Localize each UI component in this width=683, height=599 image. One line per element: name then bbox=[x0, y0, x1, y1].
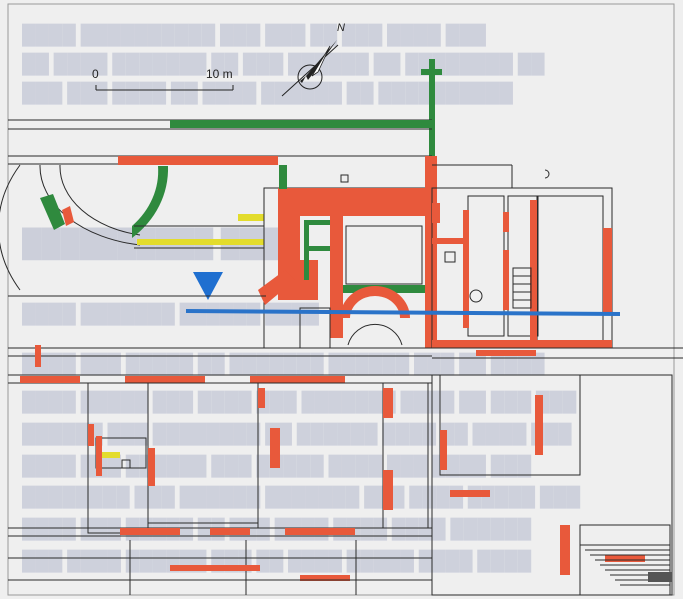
north-label: N bbox=[337, 22, 345, 34]
svg-text:████ ███████ ██████ ████: ████ ███████ ██████ ████ bbox=[22, 302, 319, 326]
section-marker bbox=[185, 272, 621, 316]
upper-wall-outlines bbox=[8, 119, 432, 165]
right-rooms bbox=[431, 164, 613, 349]
svg-text:███ ████ ██████ ███ ██ ████ ██: ███ ████ ██████ ███ ██ ████ █████ ████ █… bbox=[22, 549, 532, 573]
svg-text:██ ████ ███████ ██ ███ ██████: ██ ████ ███████ ██ ███ ██████ ██ ███████… bbox=[22, 52, 545, 76]
scale-bar: 0 10 m bbox=[92, 67, 234, 91]
scale-start-label: 0 bbox=[92, 67, 99, 81]
map-frame bbox=[7, 3, 675, 596]
scale-end-label: 10 m bbox=[206, 67, 233, 81]
svg-text:██████ ███ ████████ ██ ██████: ██████ ███ ████████ ██ ██████ ████ ██ ██… bbox=[22, 422, 572, 446]
section-marker-triangle-icon bbox=[193, 272, 223, 300]
lower-rooms bbox=[8, 374, 432, 595]
svg-text:████ ███ █████ ██ ███ ████ ███: ████ ███ █████ ██ ███ ████ ████ ████ ███… bbox=[22, 517, 532, 541]
svg-text:████ █████ ███ ████ ███ ██████: ████ █████ ███ ████ ███ ███████ ████ ██ … bbox=[22, 390, 577, 414]
right-lower-rooms bbox=[431, 374, 673, 596]
north-arrow-icon: N bbox=[281, 22, 345, 97]
apse bbox=[0, 164, 264, 291]
cross-icon bbox=[421, 59, 442, 156]
central-building bbox=[258, 156, 437, 349]
svg-text:████ ██████████ ███ ███ ██ ███: ████ ██████████ ███ ███ ██ ███ ████ ███ bbox=[22, 23, 487, 47]
svg-text:████████ ███ ██████ ███████ ██: ████████ ███ ██████ ███████ ███ ████ ███… bbox=[22, 485, 581, 509]
svg-text:███ ███ ████ ██ ████ ██████ ██: ███ ███ ████ ██ ████ ██████ ██ █████████… bbox=[22, 81, 513, 105]
corridor bbox=[8, 295, 683, 367]
bleed-through-texture: ████ ██████████ ███ ███ ██ ███ ████ ███ … bbox=[22, 23, 581, 573]
